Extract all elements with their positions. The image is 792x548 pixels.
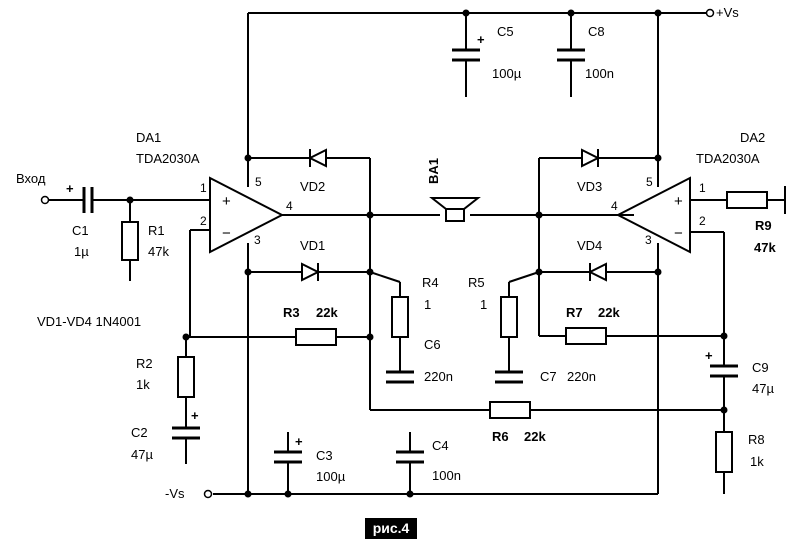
capacitor-c3-symbol [274, 450, 302, 464]
c1-ref: C1 [72, 223, 89, 238]
r8-ref: R8 [748, 432, 765, 447]
r3-value: 22k [316, 305, 338, 320]
capacitor-c5-symbol [452, 48, 480, 62]
neg-supply-label: -Vs [165, 486, 185, 501]
c4-ref: C4 [432, 438, 449, 453]
da2-type: TDA2030A [696, 151, 760, 166]
da1-ref: DA1 [136, 130, 161, 145]
c5-ref: C5 [497, 24, 514, 39]
c2-ref: C2 [131, 425, 148, 440]
da1-type: TDA2030A [136, 151, 200, 166]
da2-opamp-symbol [615, 176, 691, 254]
da1-pin3: 3 [254, 233, 261, 247]
c6-ref: C6 [424, 337, 441, 352]
resistor-r4-body [391, 296, 409, 338]
figure-caption-badge: рис.4 [365, 518, 417, 539]
da1-pin2: 2 [200, 214, 207, 228]
speaker-ba1-symbol [429, 197, 481, 222]
da2-plus-sign: + [674, 193, 683, 210]
r1-value: 47k [148, 244, 169, 259]
da2-pin3: 3 [645, 233, 652, 247]
c7-value: 220n [567, 369, 596, 384]
c8-ref: C8 [588, 24, 605, 39]
capacitor-c8-symbol [557, 48, 585, 62]
resistor-r6-body [489, 401, 531, 419]
c1-polarity-mark: + [66, 181, 74, 196]
r5-value: 1 [480, 297, 487, 312]
capacitor-c2-symbol [172, 426, 200, 440]
c5-value: 100µ [492, 66, 522, 81]
c4-value: 100n [432, 468, 461, 483]
r2-ref: R2 [136, 356, 153, 371]
capacitor-c1-symbol [82, 187, 94, 213]
r7-ref: R7 [566, 305, 583, 320]
capacitor-c7-symbol [495, 370, 523, 384]
da1-plus-sign: + [222, 193, 231, 210]
c7-ref: C7 [540, 369, 557, 384]
diode-type-note: VD1-VD4 1N4001 [37, 314, 141, 329]
r1-ref: R1 [148, 223, 165, 238]
c9-ref: C9 [752, 360, 769, 375]
c2-polarity-mark: + [191, 408, 199, 423]
c3-polarity-mark: + [295, 434, 303, 449]
r4-ref: R4 [422, 275, 439, 290]
input-terminal [40, 195, 50, 205]
vd3-label: VD3 [577, 179, 602, 194]
resistor-r9-body [726, 191, 768, 209]
da2-minus-sign: − [674, 225, 683, 242]
r2-value: 1k [136, 377, 150, 392]
pos-supply-terminal [705, 8, 715, 18]
diode-vd4-symbol [587, 262, 607, 282]
speaker-label: BA1 [426, 158, 441, 184]
capacitor-c4-symbol [396, 450, 424, 464]
diode-vd3-symbol [581, 148, 601, 168]
resistor-r3-body [295, 328, 337, 346]
c9-polarity-mark: + [705, 348, 713, 363]
c9-value: 47µ [752, 381, 774, 396]
resistor-r2-body [177, 356, 195, 398]
r7-value: 22k [598, 305, 620, 320]
capacitor-c6-symbol [386, 370, 414, 384]
da2-pin4: 4 [611, 199, 618, 213]
r6-ref: R6 [492, 429, 509, 444]
vd1-label: VD1 [300, 238, 325, 253]
da2-pin2: 2 [699, 214, 706, 228]
da1-opamp-symbol [209, 176, 285, 254]
r3-ref: R3 [283, 305, 300, 320]
diode-vd1-symbol [301, 262, 321, 282]
capacitor-c9-symbol [710, 364, 738, 378]
c5-polarity-mark: + [477, 32, 485, 47]
c6-value: 220n [424, 369, 453, 384]
r9-value: 47k [754, 240, 776, 255]
resistor-r5-body [500, 296, 518, 338]
r9-ref: R9 [755, 218, 772, 233]
junction-dots [126, 9, 728, 498]
da1-pin1: 1 [200, 181, 207, 195]
da1-pin4: 4 [286, 199, 293, 213]
c1-value: 1µ [74, 244, 89, 259]
da1-minus-sign: − [222, 225, 231, 242]
r6-value: 22k [524, 429, 546, 444]
da2-pin5: 5 [646, 175, 653, 189]
r4-value: 1 [424, 297, 431, 312]
c2-value: 47µ [131, 447, 153, 462]
r5-ref: R5 [468, 275, 485, 290]
vd2-label: VD2 [300, 179, 325, 194]
c3-ref: C3 [316, 448, 333, 463]
vd4-label: VD4 [577, 238, 602, 253]
r8-value: 1k [750, 454, 764, 469]
pos-supply-label: +Vs [716, 5, 739, 20]
diode-vd2-symbol [307, 148, 327, 168]
resistor-r8-body [715, 431, 733, 473]
input-label: Вход [16, 171, 46, 186]
da1-pin5: 5 [255, 175, 262, 189]
da2-pin1: 1 [699, 181, 706, 195]
c8-value: 100n [585, 66, 614, 81]
da2-ref: DA2 [740, 130, 765, 145]
resistor-r7-body [565, 327, 607, 345]
resistor-r1-body [121, 221, 139, 261]
c3-value: 100µ [316, 469, 346, 484]
neg-supply-terminal [203, 489, 213, 499]
